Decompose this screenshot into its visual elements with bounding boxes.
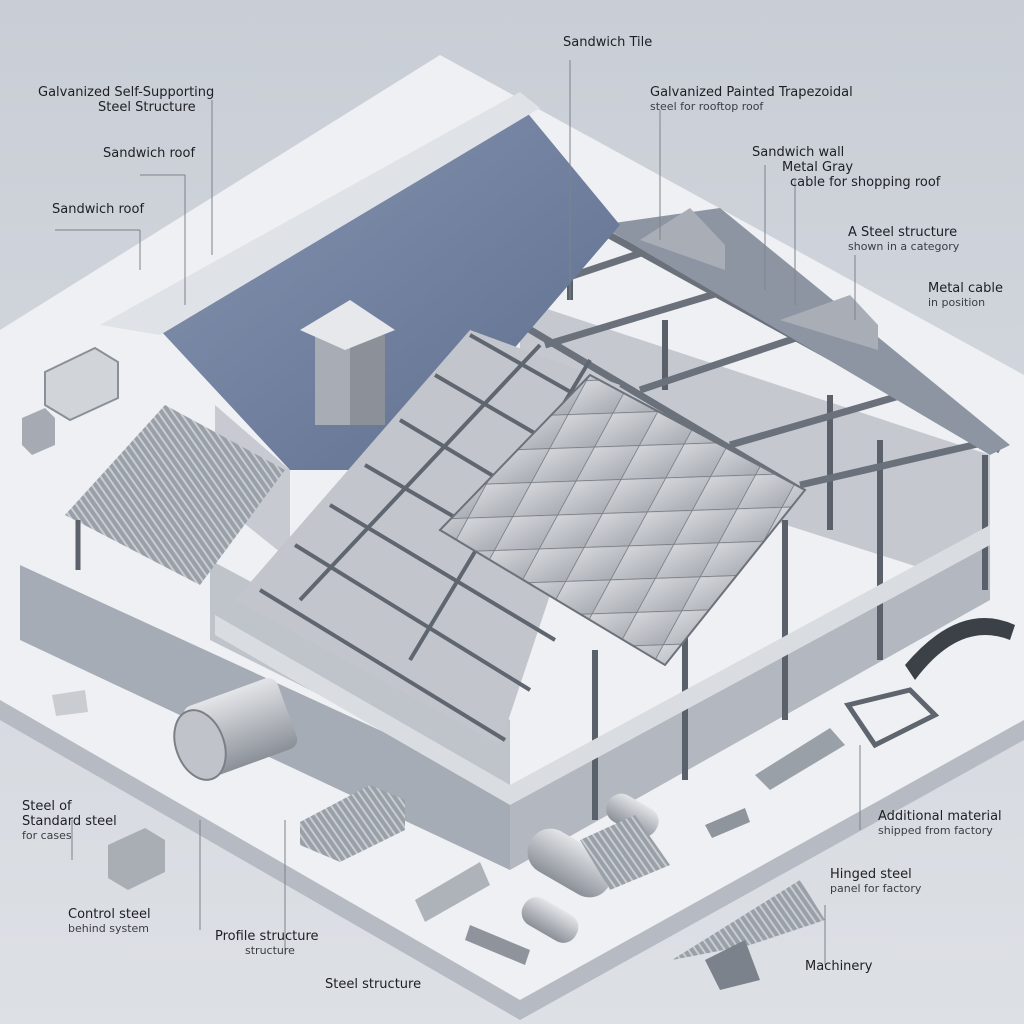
purlin-roof: [235, 330, 620, 745]
label-metal-cable: Metal cable in position: [928, 281, 1003, 309]
materials: [22, 346, 1015, 990]
canopy: [65, 405, 285, 585]
sandwich-tile-panel: [438, 373, 807, 667]
chimney-side: [350, 335, 385, 425]
label-additional-material: Additional material shipped from factory: [878, 809, 1002, 837]
right-lower-wall: [510, 530, 990, 870]
main-roof: [160, 110, 620, 470]
back-wall: [520, 300, 990, 590]
label-galvanized-structure: Galvanized Self-Supporting Steel Structu…: [38, 85, 215, 115]
label-profile-structure: Profile structure structure: [215, 929, 319, 957]
label-control-steel: Control steel behind system: [68, 907, 151, 935]
label-sandwich-roof-2: Sandwich roof: [52, 202, 145, 217]
label-machinery: Machinery: [805, 959, 873, 974]
leader-lines: [55, 60, 861, 965]
label-steel-standard: Steel of Standard steel for cases: [22, 799, 117, 842]
label-sandwich-wall: Sandwich wall Metal Gray cable for shopp…: [752, 145, 941, 190]
label-trapezoidal-steel: Galvanized Painted Trapezoidal steel for…: [650, 85, 853, 113]
label-hinged-steel: Hinged steel panel for factory: [830, 867, 922, 895]
label-steel-structure-category: A Steel structure shown in a category: [848, 225, 960, 253]
base-ledge: [215, 525, 990, 805]
gable-1: [640, 208, 725, 270]
gable-2: [780, 295, 878, 350]
right-roof: [600, 208, 1010, 455]
label-steel-structure: Steel structure: [325, 977, 422, 992]
main-roof-eave: [100, 92, 540, 335]
storage-tank: [173, 677, 298, 781]
chimney-cap: [300, 300, 395, 350]
label-sandwich-tile: Sandwich Tile: [563, 35, 653, 50]
label-sandwich-roof-1: Sandwich roof: [103, 146, 196, 161]
